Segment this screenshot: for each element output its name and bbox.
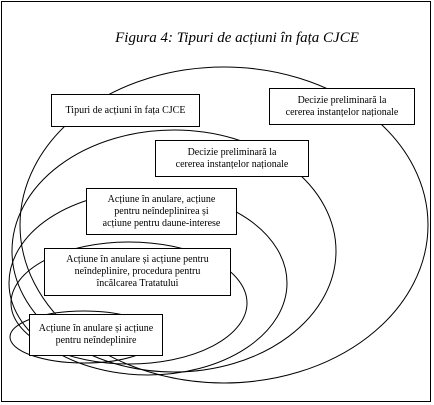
box-text: Decizie preliminară la — [187, 146, 277, 158]
box-tipuri-actiuni: Tipuri de acțiuni în fața CJCE — [51, 94, 200, 127]
figure-title: Figura 4: Tipuri de acțiuni în fața CJCE — [115, 30, 359, 46]
box-anulare-incalcarea-tratatului: Acțiune în anulare și acțiune pentru neî… — [44, 248, 231, 296]
ellipse-level-1 — [19, 66, 429, 384]
box-decizie-preliminara-1: Decizie preliminară la cererea instanțel… — [269, 88, 415, 125]
box-anulare-daune-interese: Acțiune în anulare, acțiune pentru neînd… — [86, 188, 237, 235]
box-text: Tipuri de acțiuni în fața CJCE — [65, 104, 186, 116]
box-text: cererea instanțelor naționale — [175, 158, 289, 170]
box-text: Decizie preliminară la — [297, 94, 387, 106]
box-text: Acțiune în anulare, acțiune — [107, 193, 216, 205]
box-text: acțiune pentru daune-interese — [102, 217, 221, 229]
box-text: pentru neîndeplinirea și — [114, 205, 209, 217]
ellipse-level-2 — [11, 129, 337, 373]
ellipse-level-4 — [10, 241, 248, 365]
box-text: Acțiune în anulare și acțiune pentru — [66, 254, 209, 265]
box-text: cererea instanțelor naționale — [285, 106, 399, 118]
box-decizie-preliminara-2: Decizie preliminară la cererea instanțel… — [155, 140, 309, 177]
box-text: neîndeplinire, procedura pentru — [74, 266, 201, 277]
box-text: încălcarea Tratatului — [96, 278, 179, 289]
box-text: pentru neîndeplinire — [55, 335, 137, 346]
box-anulare-neindeplinire: Acțiune în anulare și acțiune pentru neî… — [29, 314, 163, 356]
box-text: Acțiune în anulare și acțiune — [38, 323, 154, 334]
